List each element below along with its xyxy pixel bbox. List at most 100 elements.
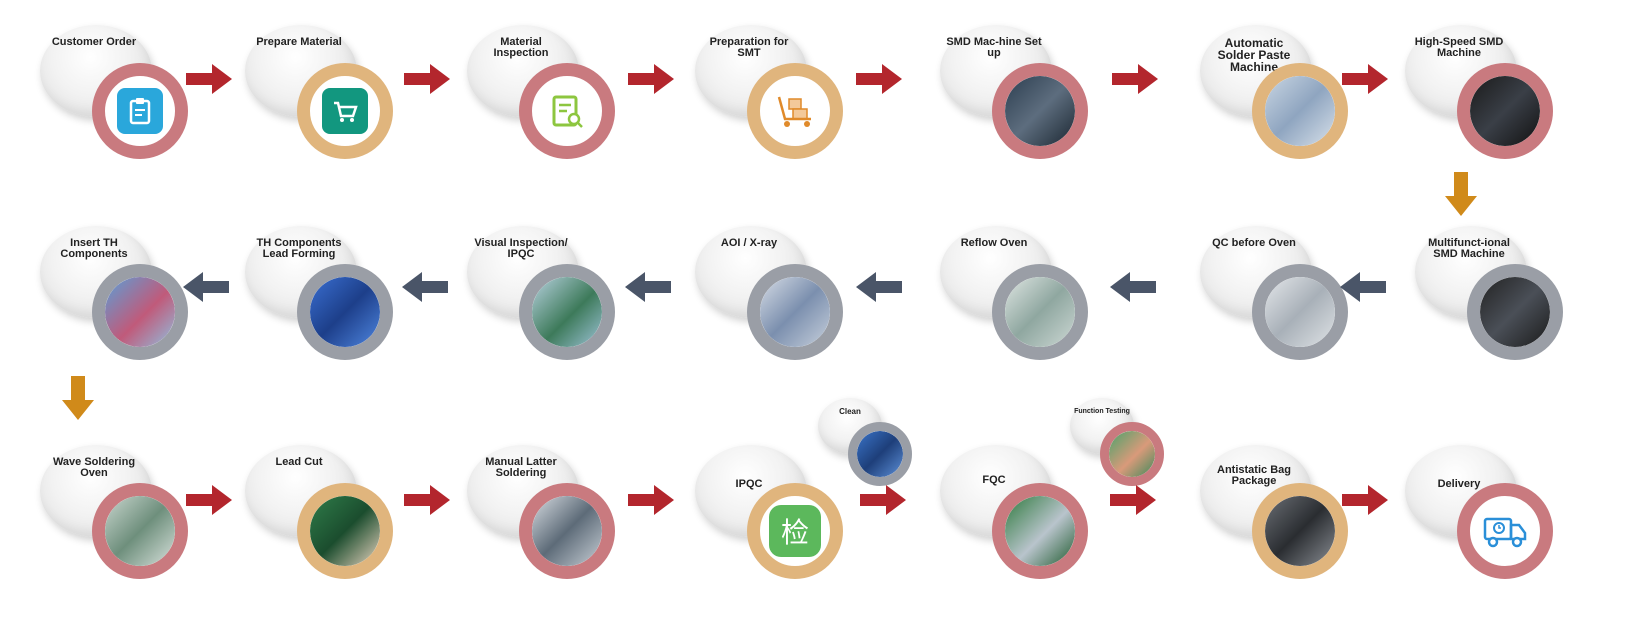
photo-ring: [848, 422, 912, 486]
smd-machine-photo: [1470, 76, 1540, 146]
inspection-photo: [532, 277, 602, 347]
step-label: Antistatic Bag Package: [1217, 464, 1291, 487]
arrow-left: [856, 272, 902, 302]
photo-ring: [1252, 483, 1348, 579]
step-label: Function Testing: [1074, 408, 1130, 415]
step-antistatic-bag: Antistatic Bag Package: [1200, 445, 1350, 585]
step-smd-machine-setup: SMD Mac-hine Set up: [940, 25, 1090, 165]
arrow-right: [1342, 485, 1388, 515]
step-insert-th: Insert TH Components: [40, 226, 190, 366]
photo-ring: [1252, 264, 1348, 360]
arrow-left: [1340, 272, 1386, 302]
step-label: Automatic Solder Paste Machine: [1217, 36, 1291, 74]
step-label: Wave Soldering Oven: [52, 456, 136, 479]
step-label: Clean: [839, 407, 861, 416]
operator-photo: [1005, 76, 1075, 146]
step-label: AOI / X-ray: [720, 237, 778, 249]
inspection-document-icon: [544, 88, 590, 134]
step-solder-paste-machine: Automatic Solder Paste Machine: [1200, 25, 1350, 165]
arrow-right: [628, 64, 674, 94]
step-aoi-xray: AOI / X-ray: [695, 226, 845, 366]
delivery-truck-icon: [1482, 508, 1528, 554]
arrow-right: [628, 485, 674, 515]
step-qc-before-oven: QC before Oven: [1200, 226, 1350, 366]
step-label: FQC: [982, 474, 1006, 486]
photo-ring: [992, 63, 1088, 159]
xray-machine-photo: [760, 277, 830, 347]
step-label: Delivery: [1437, 478, 1481, 490]
arrow-right: [856, 64, 902, 94]
step-label: Material Inspection: [493, 36, 549, 59]
arrow-right: [404, 485, 450, 515]
step-fqc: FQC: [940, 445, 1090, 585]
qc-photo: [1265, 277, 1335, 347]
arrow-left: [625, 272, 671, 302]
arrow-left: [1110, 272, 1156, 302]
step-label: Reflow Oven: [960, 237, 1028, 249]
step-label: Insert TH Components: [60, 237, 128, 260]
reflow-oven-photo: [1005, 277, 1075, 347]
photo-ring: [1100, 422, 1164, 486]
icon-ring: [297, 63, 393, 159]
arrow-right: [186, 64, 232, 94]
arrow-right: [860, 485, 906, 515]
multifunctional-machine-photo: [1480, 277, 1550, 347]
step-lead-cut: Lead Cut: [245, 445, 395, 585]
step-manual-soldering: Manual Latter Soldering: [467, 445, 617, 585]
step-label: Visual Inspection/ IPQC: [474, 237, 568, 260]
step-label: IPQC: [735, 478, 763, 490]
wave-soldering-photo: [105, 496, 175, 566]
photo-ring: [1457, 63, 1553, 159]
step-label: TH Components Lead Forming: [256, 237, 342, 260]
step-material-inspection: Material Inspection: [467, 25, 617, 165]
photo-ring: [297, 264, 393, 360]
arrow-left: [402, 272, 448, 302]
step-label: Manual Latter Soldering: [485, 456, 557, 479]
step-label: Lead Cut: [275, 456, 323, 468]
step-reflow-oven: Reflow Oven: [940, 226, 1090, 366]
arrow-left: [183, 272, 229, 302]
antistatic-bag-photo: [1265, 496, 1335, 566]
step-high-speed-smd: High-Speed SMD Machine: [1405, 25, 1555, 165]
photo-ring: [297, 483, 393, 579]
arrow-right: [1112, 64, 1158, 94]
arrow-right: [1342, 64, 1388, 94]
step-delivery: Delivery: [1405, 445, 1555, 585]
inspection-badge-icon: 检: [769, 505, 821, 557]
function-testing-photo: [1109, 431, 1155, 477]
step-multifunctional-smd: Multifunct-ional SMD Machine: [1415, 226, 1565, 366]
arrow-right: [404, 64, 450, 94]
arrow-right: [186, 485, 232, 515]
step-label: High-Speed SMD Machine: [1414, 36, 1504, 59]
icon-ring: [747, 63, 843, 159]
manual-soldering-photo: [532, 496, 602, 566]
arrow-down: [62, 376, 94, 420]
step-wave-soldering: Wave Soldering Oven: [40, 445, 190, 585]
step-ipqc: IPQC 检: [695, 445, 845, 585]
photo-ring: [92, 264, 188, 360]
insert-components-photo: [105, 277, 175, 347]
step-th-lead-forming: TH Components Lead Forming: [245, 226, 395, 366]
photo-ring: [992, 264, 1088, 360]
step-visual-inspection: Visual Inspection/ IPQC: [467, 226, 617, 366]
arrow-right: [1110, 485, 1156, 515]
step-customer-order: Customer Order: [40, 25, 190, 165]
step-label: Prepare Material: [256, 36, 342, 48]
solder-paste-photo: [1265, 76, 1335, 146]
step-clean: Clean: [818, 398, 968, 538]
fqc-photo: [1005, 496, 1075, 566]
icon-ring: [92, 63, 188, 159]
icon-ring: [1457, 483, 1553, 579]
shopping-cart-icon: [322, 88, 368, 134]
step-label: SMD Mac-hine Set up: [946, 36, 1042, 59]
step-function-testing: Function Testing: [1070, 398, 1220, 538]
photo-ring: [1467, 264, 1563, 360]
photo-ring: [519, 264, 615, 360]
lead-cut-photo: [310, 496, 380, 566]
hand-truck-icon: [772, 88, 818, 134]
step-label: Customer Order: [51, 36, 137, 48]
photo-ring: [747, 264, 843, 360]
icon-ring: [519, 63, 615, 159]
clipboard-icon: [117, 88, 163, 134]
clean-pcb-photo: [857, 431, 903, 477]
